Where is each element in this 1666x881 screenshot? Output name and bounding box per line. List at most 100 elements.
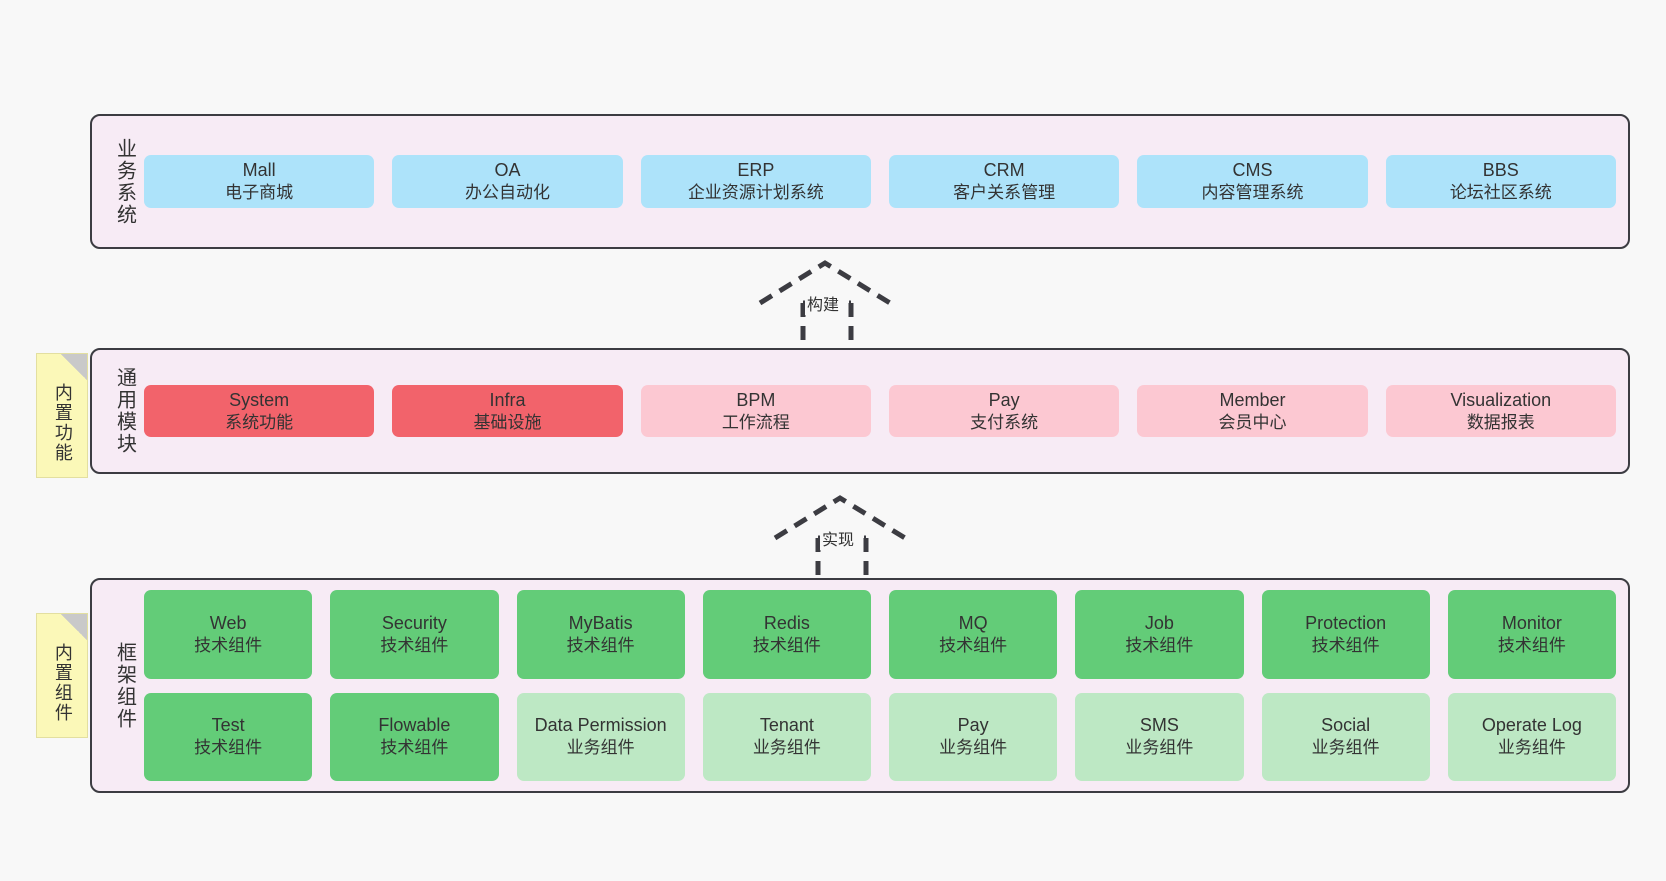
component-cell-subtitle: 论坛社区系统 <box>1449 183 1552 203</box>
component-cell-name: Security <box>381 612 447 633</box>
layer-label-framework-components: 框架组件 <box>113 641 136 730</box>
component-cell-name: Tenant <box>759 715 814 736</box>
component-cell-name: Operate Log <box>1481 715 1582 736</box>
component-cell-name: Pay <box>957 715 989 736</box>
component-cell-subtitle: 内容管理系统 <box>1201 183 1304 203</box>
component-cell-name: BPM <box>736 389 776 410</box>
component-cell-subtitle: 电子商城 <box>225 183 294 203</box>
component-cell-name: Social <box>1321 715 1371 736</box>
component-cell-name: BBS <box>1482 160 1519 181</box>
component-cell-name: Flowable <box>378 715 451 736</box>
component-cell-name: OA <box>494 160 521 181</box>
component-cell-name: MyBatis <box>568 612 633 633</box>
component-cell-subtitle: 技术组件 <box>752 635 821 655</box>
component-cell-subtitle: 系统功能 <box>225 412 294 432</box>
component-cell-name: Visualization <box>1450 389 1552 410</box>
component-cell-name: Pay <box>988 389 1020 410</box>
connector-implement: 实现 <box>770 493 920 583</box>
component-cell-name: CMS <box>1232 160 1273 181</box>
component-cell-subtitle: 办公自动化 <box>464 183 550 203</box>
sticky-note-builtin-features-label: 内置功能 <box>52 382 73 463</box>
component-cell-subtitle: 业务组件 <box>1311 738 1380 758</box>
component-cell-name: System <box>229 389 290 410</box>
component-cell-subtitle: 技术组件 <box>1497 635 1566 655</box>
component-cell-name: Protection <box>1305 612 1387 633</box>
component-cell-subtitle: 技术组件 <box>1125 635 1194 655</box>
component-cell-name: Job <box>1144 612 1174 633</box>
component-cell-subtitle: 技术组件 <box>939 635 1008 655</box>
component-cell-name: SMS <box>1139 715 1179 736</box>
component-cell-subtitle: 技术组件 <box>194 635 263 655</box>
component-cell-subtitle: 基础设施 <box>473 412 542 432</box>
component-cell-subtitle: 技术组件 <box>380 635 449 655</box>
component-cell-name: ERP <box>737 160 775 181</box>
component-cell-subtitle: 会员中心 <box>1218 412 1287 432</box>
layer-label-business-systems: 业务系统 <box>113 137 136 226</box>
component-cell-name: MQ <box>958 612 988 633</box>
component-cell-subtitle: 企业资源计划系统 <box>687 183 824 203</box>
component-cell-subtitle: 业务组件 <box>939 738 1008 758</box>
note-fold-corner-icon <box>61 354 87 380</box>
component-cell-name: Mall <box>242 160 276 181</box>
component-cell-subtitle: 业务组件 <box>1125 738 1194 758</box>
component-cell-subtitle: 技术组件 <box>380 738 449 758</box>
connector-build-label: 构建 <box>805 291 842 315</box>
component-cell-subtitle: 业务组件 <box>566 738 635 758</box>
component-cell-subtitle: 客户关系管理 <box>953 183 1056 203</box>
component-cell-name: Test <box>211 715 245 736</box>
sticky-note-builtin-components-label: 内置组件 <box>52 642 73 723</box>
component-cell-name: Monitor <box>1501 612 1562 633</box>
connector-implement-label: 实现 <box>820 526 857 550</box>
component-cell-subtitle: 技术组件 <box>566 635 635 655</box>
component-cell-subtitle: 支付系统 <box>970 412 1039 432</box>
component-cell-name: Member <box>1219 389 1286 410</box>
layer-label-common-modules: 通用模块 <box>113 367 136 455</box>
component-cell-name: Redis <box>763 612 810 633</box>
sticky-note-builtin-features: 内置功能 <box>36 353 88 478</box>
sticky-note-builtin-components: 内置组件 <box>36 613 88 738</box>
component-cell-subtitle: 技术组件 <box>194 738 263 758</box>
component-cell-subtitle: 业务组件 <box>1497 738 1566 758</box>
component-cell-subtitle: 工作流程 <box>721 412 790 432</box>
component-cell-subtitle: 数据报表 <box>1466 412 1535 432</box>
connector-build: 构建 <box>755 258 905 350</box>
component-cell-name: CRM <box>983 160 1025 181</box>
component-cell-name: Web <box>209 612 247 633</box>
note-fold-corner-icon <box>61 614 87 640</box>
